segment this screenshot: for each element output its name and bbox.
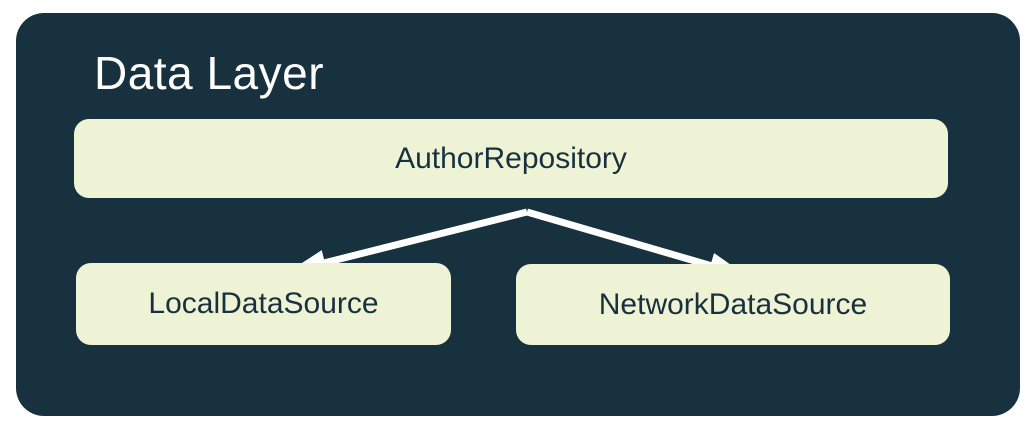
diagram-title: Data Layer xyxy=(94,47,325,99)
data-layer-container: Data Layer xyxy=(16,13,1020,416)
node-local-data-source-label: LocalDataSource xyxy=(148,287,379,320)
node-network-data-source-label: NetworkDataSource xyxy=(598,287,868,321)
node-local-data-source: LocalDataSource xyxy=(76,263,451,345)
node-network-data-source: NetworkDataSource xyxy=(516,264,950,345)
node-author-repository-label: AuthorRepository xyxy=(395,141,627,175)
node-author-repository: AuthorRepository xyxy=(74,119,948,198)
